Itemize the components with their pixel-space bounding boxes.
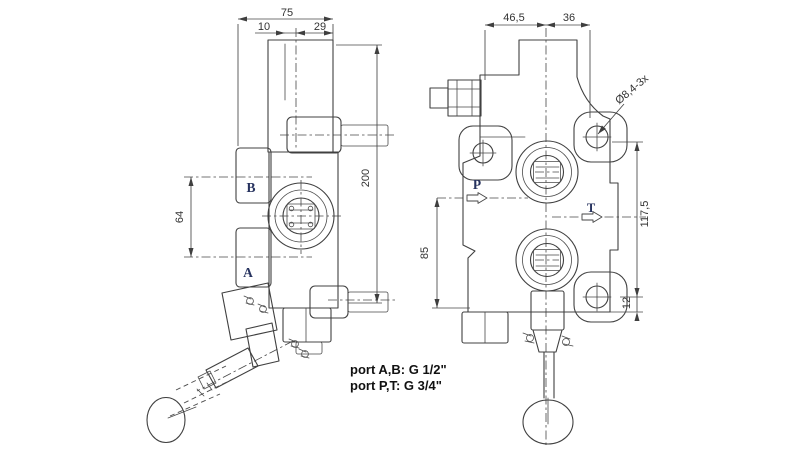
port-boss-top-outer (515, 140, 579, 204)
right-view: 46,5 36 Ø8,4-3x 117,5 85 12 P T (419, 12, 651, 446)
dim-width-left: 46,5 (503, 12, 524, 24)
inlet-nipple (429, 87, 449, 109)
dim-height-left: 85 (419, 247, 431, 259)
port-p-flow-arrow-icon (466, 192, 488, 204)
dim-height: 200 (360, 169, 372, 187)
port-p-label: P (473, 177, 481, 192)
lower-right-boss (309, 285, 349, 319)
lever-clevis-right (530, 290, 565, 331)
port-a-label: A (243, 265, 253, 280)
right-view-lever (522, 290, 574, 445)
right-view-dimensions: 46,5 36 Ø8,4-3x 117,5 85 12 P T (419, 12, 651, 321)
bottom-cap-left (282, 307, 332, 343)
note-ports-ab: port A,B: G 1/2" (350, 362, 447, 377)
lever-bracket-plate (221, 282, 278, 341)
port-b-block (235, 147, 272, 204)
dim-mount-holes: Ø8,4-3x (613, 72, 651, 107)
inlet-hex-nut (447, 79, 482, 117)
dim-port-spacing: 64 (174, 211, 186, 223)
port-a-block (235, 227, 272, 288)
lever-clevis-left (245, 322, 280, 368)
port-notes: port A,B: G 1/2" port P,T: G 3/4" (350, 362, 447, 393)
note-ports-pt: port P,T: G 3/4" (350, 378, 442, 393)
dim-spool-offset: 10 (258, 21, 270, 33)
port-b-label: B (246, 180, 255, 195)
dim-total-width: 75 (281, 7, 293, 19)
left-view-lever (146, 282, 310, 444)
valve-body-right (462, 39, 619, 313)
right-view-centerlines (437, 28, 646, 446)
mount-lug-top-left (458, 125, 513, 181)
dim-height-right: 117,5 (639, 201, 651, 228)
dim-width-right: 36 (563, 12, 575, 24)
dim-lug-offset: 12 (621, 297, 633, 309)
left-view-body (235, 39, 389, 355)
lever-shaft (543, 351, 555, 399)
dim-spool-to-edge: 29 (314, 21, 326, 33)
side-port-boss-outer (267, 182, 335, 250)
port-t-flow-arrow-icon (581, 211, 603, 223)
left-view-dimensions: 75 10 29 200 64 B A (174, 7, 382, 304)
lever-knob-phantom (146, 396, 186, 444)
mount-lug-top-right (573, 111, 628, 163)
port-t-label: T (587, 201, 596, 215)
left-view: 75 10 29 200 64 B A (146, 7, 395, 444)
